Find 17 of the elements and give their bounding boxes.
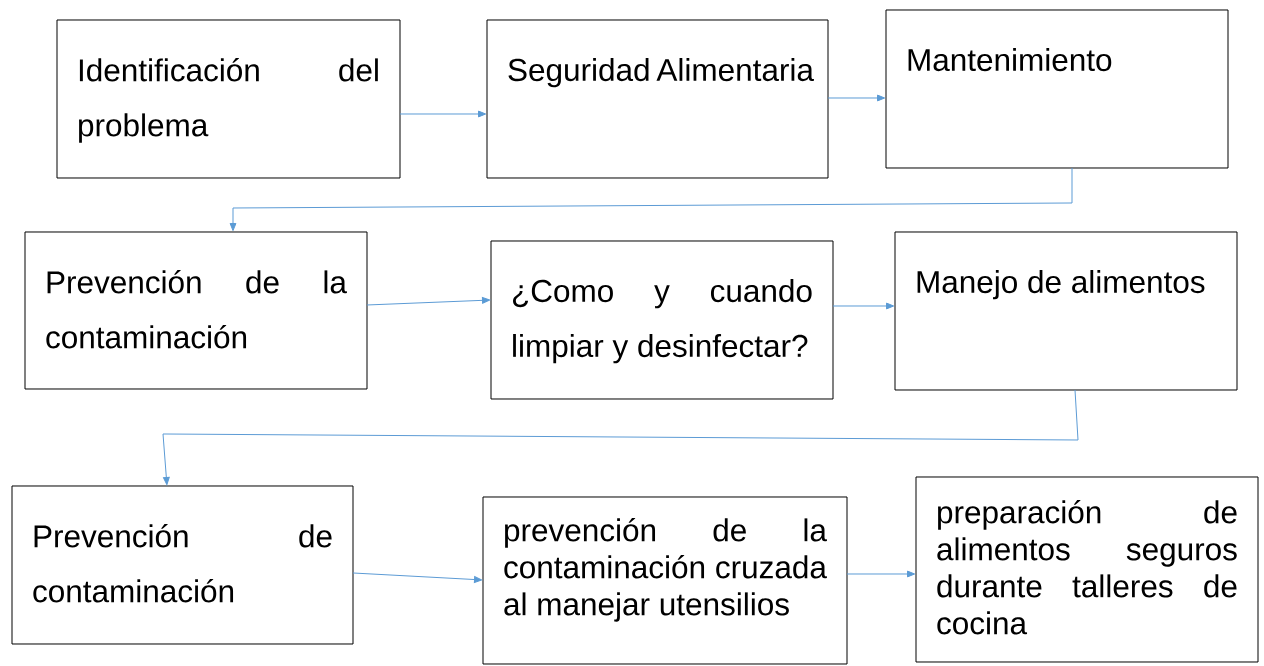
arrow — [832, 302, 895, 310]
arrow — [846, 570, 916, 578]
process-box: preparación de alimentos seguros durante talleres de cocina — [915, 476, 1259, 663]
process-box: ¿Como y cuando limpiar y desinfectar? — [490, 240, 834, 400]
process-box: prevención de la contaminación cruzada al manejar utensilios — [482, 496, 848, 665]
process-box: Prevención de contaminación — [11, 485, 354, 645]
process-box: Manejo de alimentos — [894, 231, 1238, 391]
process-box: Mantenimiento — [885, 9, 1229, 169]
arrow — [229, 167, 1073, 232]
process-box: Seguridad Alimentaria — [486, 19, 829, 179]
arrow — [399, 110, 487, 118]
arrow — [827, 94, 886, 102]
process-box: Identificación del problema — [56, 19, 401, 179]
process-box: Prevención de la contaminación — [24, 231, 368, 390]
arrow — [352, 572, 483, 583]
arrow — [366, 296, 491, 306]
arrow — [162, 389, 1079, 486]
